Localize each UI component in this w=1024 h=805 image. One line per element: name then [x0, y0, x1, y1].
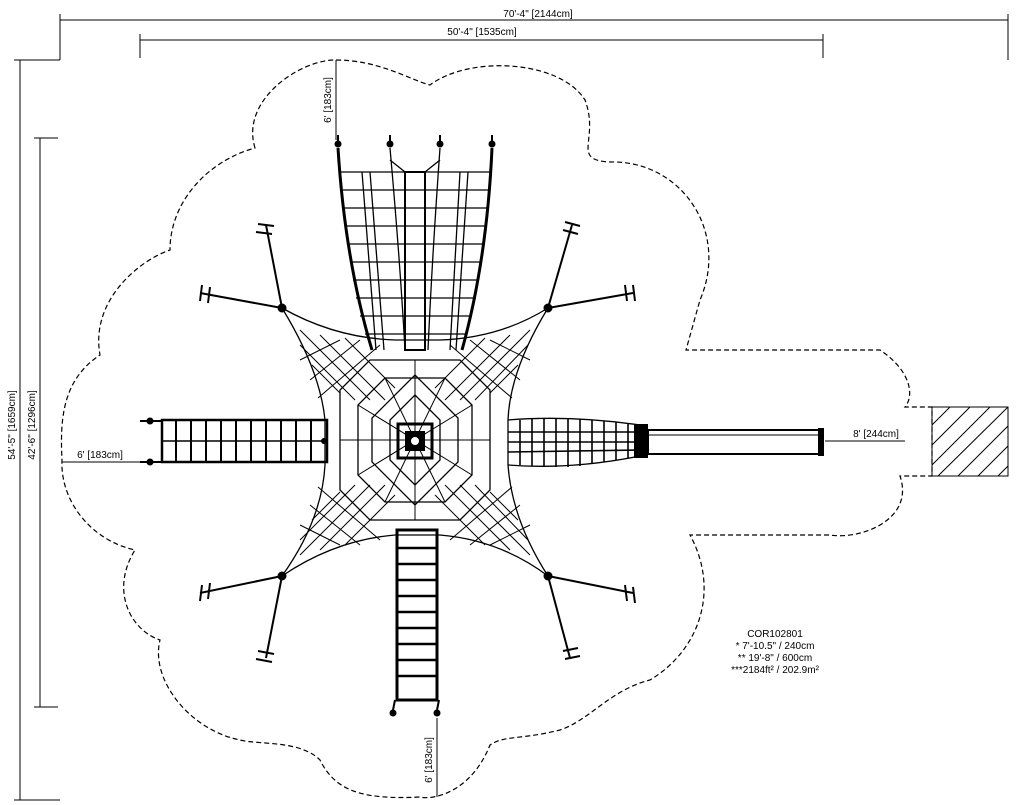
- top-clearance-dimension: 6' [183cm]: [323, 60, 337, 140]
- overall-height-dimension: 54'-5" [1659cm]: [7, 59, 60, 801]
- bottom-clearance-dimension: 6' [183cm]: [424, 718, 438, 797]
- inner-width-label: 50'-4" [1535cm]: [447, 27, 517, 38]
- bottom-ladder: [389, 528, 441, 717]
- note-line-2: ** 19'-8" / 600cm: [737, 653, 813, 664]
- right-clearance-dimension: 8' [244cm]: [825, 429, 905, 442]
- central-climbing-net: [280, 306, 549, 577]
- model-number: COR102801: [747, 629, 803, 640]
- support-poles: [199, 221, 636, 663]
- top-climbing-net: [334, 135, 496, 351]
- overall-width-dimension: 70'-4" [2144cm]: [59, 7, 1009, 60]
- right-clearance-label: 8' [244cm]: [853, 429, 899, 440]
- inner-height-label: 42'-6" [1296cm]: [27, 390, 38, 460]
- model-notes: COR102801 * 7'-10.5" / 240cm ** 19'-8" /…: [690, 629, 860, 677]
- overall-width-label: 70'-4" [2144cm]: [503, 9, 573, 20]
- left-clearance-label: 6' [183cm]: [77, 450, 123, 461]
- entry-pad: [931, 406, 1009, 477]
- right-tunnel-net: [507, 417, 824, 467]
- bottom-clearance-label: 6' [183cm]: [424, 737, 435, 783]
- inner-height-dimension: 42'-6" [1296cm]: [27, 137, 58, 708]
- safety-zone-outline: [60, 59, 933, 799]
- note-line-1: * 7'-10.5" / 240cm: [735, 641, 815, 652]
- note-line-3: ***2184ft² / 202.9m²: [731, 665, 819, 676]
- overall-height-label: 54'-5" [1659cm]: [7, 390, 18, 460]
- left-ladder-net: [140, 417, 329, 466]
- top-clearance-label: 6' [183cm]: [323, 77, 334, 123]
- inner-width-dimension: 50'-4" [1535cm]: [139, 26, 824, 58]
- left-clearance-dimension: 6' [183cm]: [62, 450, 145, 463]
